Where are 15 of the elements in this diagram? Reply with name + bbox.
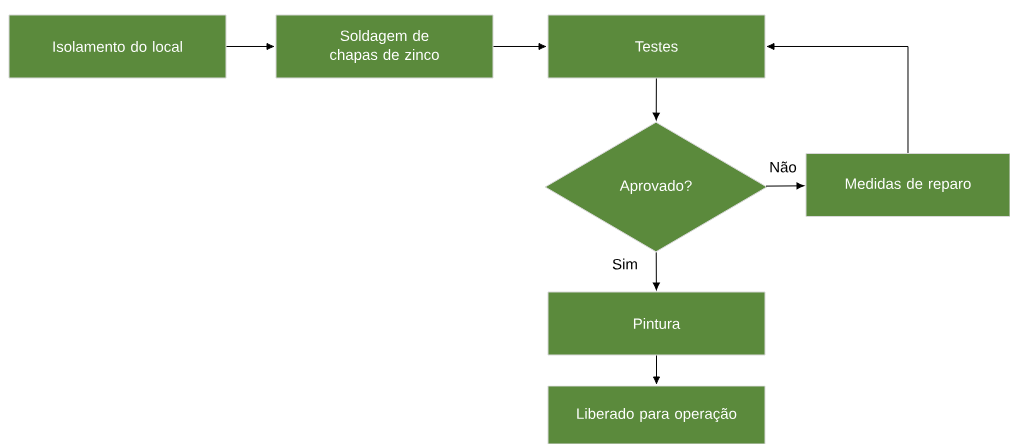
edge-label: Não xyxy=(768,160,798,174)
process-box: Testes xyxy=(547,14,766,79)
arrow xyxy=(652,251,660,291)
arrow xyxy=(226,42,275,51)
edge-label: Sim xyxy=(611,257,639,271)
process-box: Isolamento do local xyxy=(8,14,227,79)
arrow xyxy=(765,182,805,190)
arrow xyxy=(766,42,909,154)
process-box: Medidas de reparo xyxy=(805,153,1010,217)
process-box: Soldagem de chapas de zinco xyxy=(275,14,494,79)
arrow xyxy=(652,78,660,121)
arrow xyxy=(493,42,547,51)
process-box: Liberado para operação xyxy=(547,385,766,444)
arrow xyxy=(652,355,661,385)
process-box: Pintura xyxy=(547,291,766,356)
